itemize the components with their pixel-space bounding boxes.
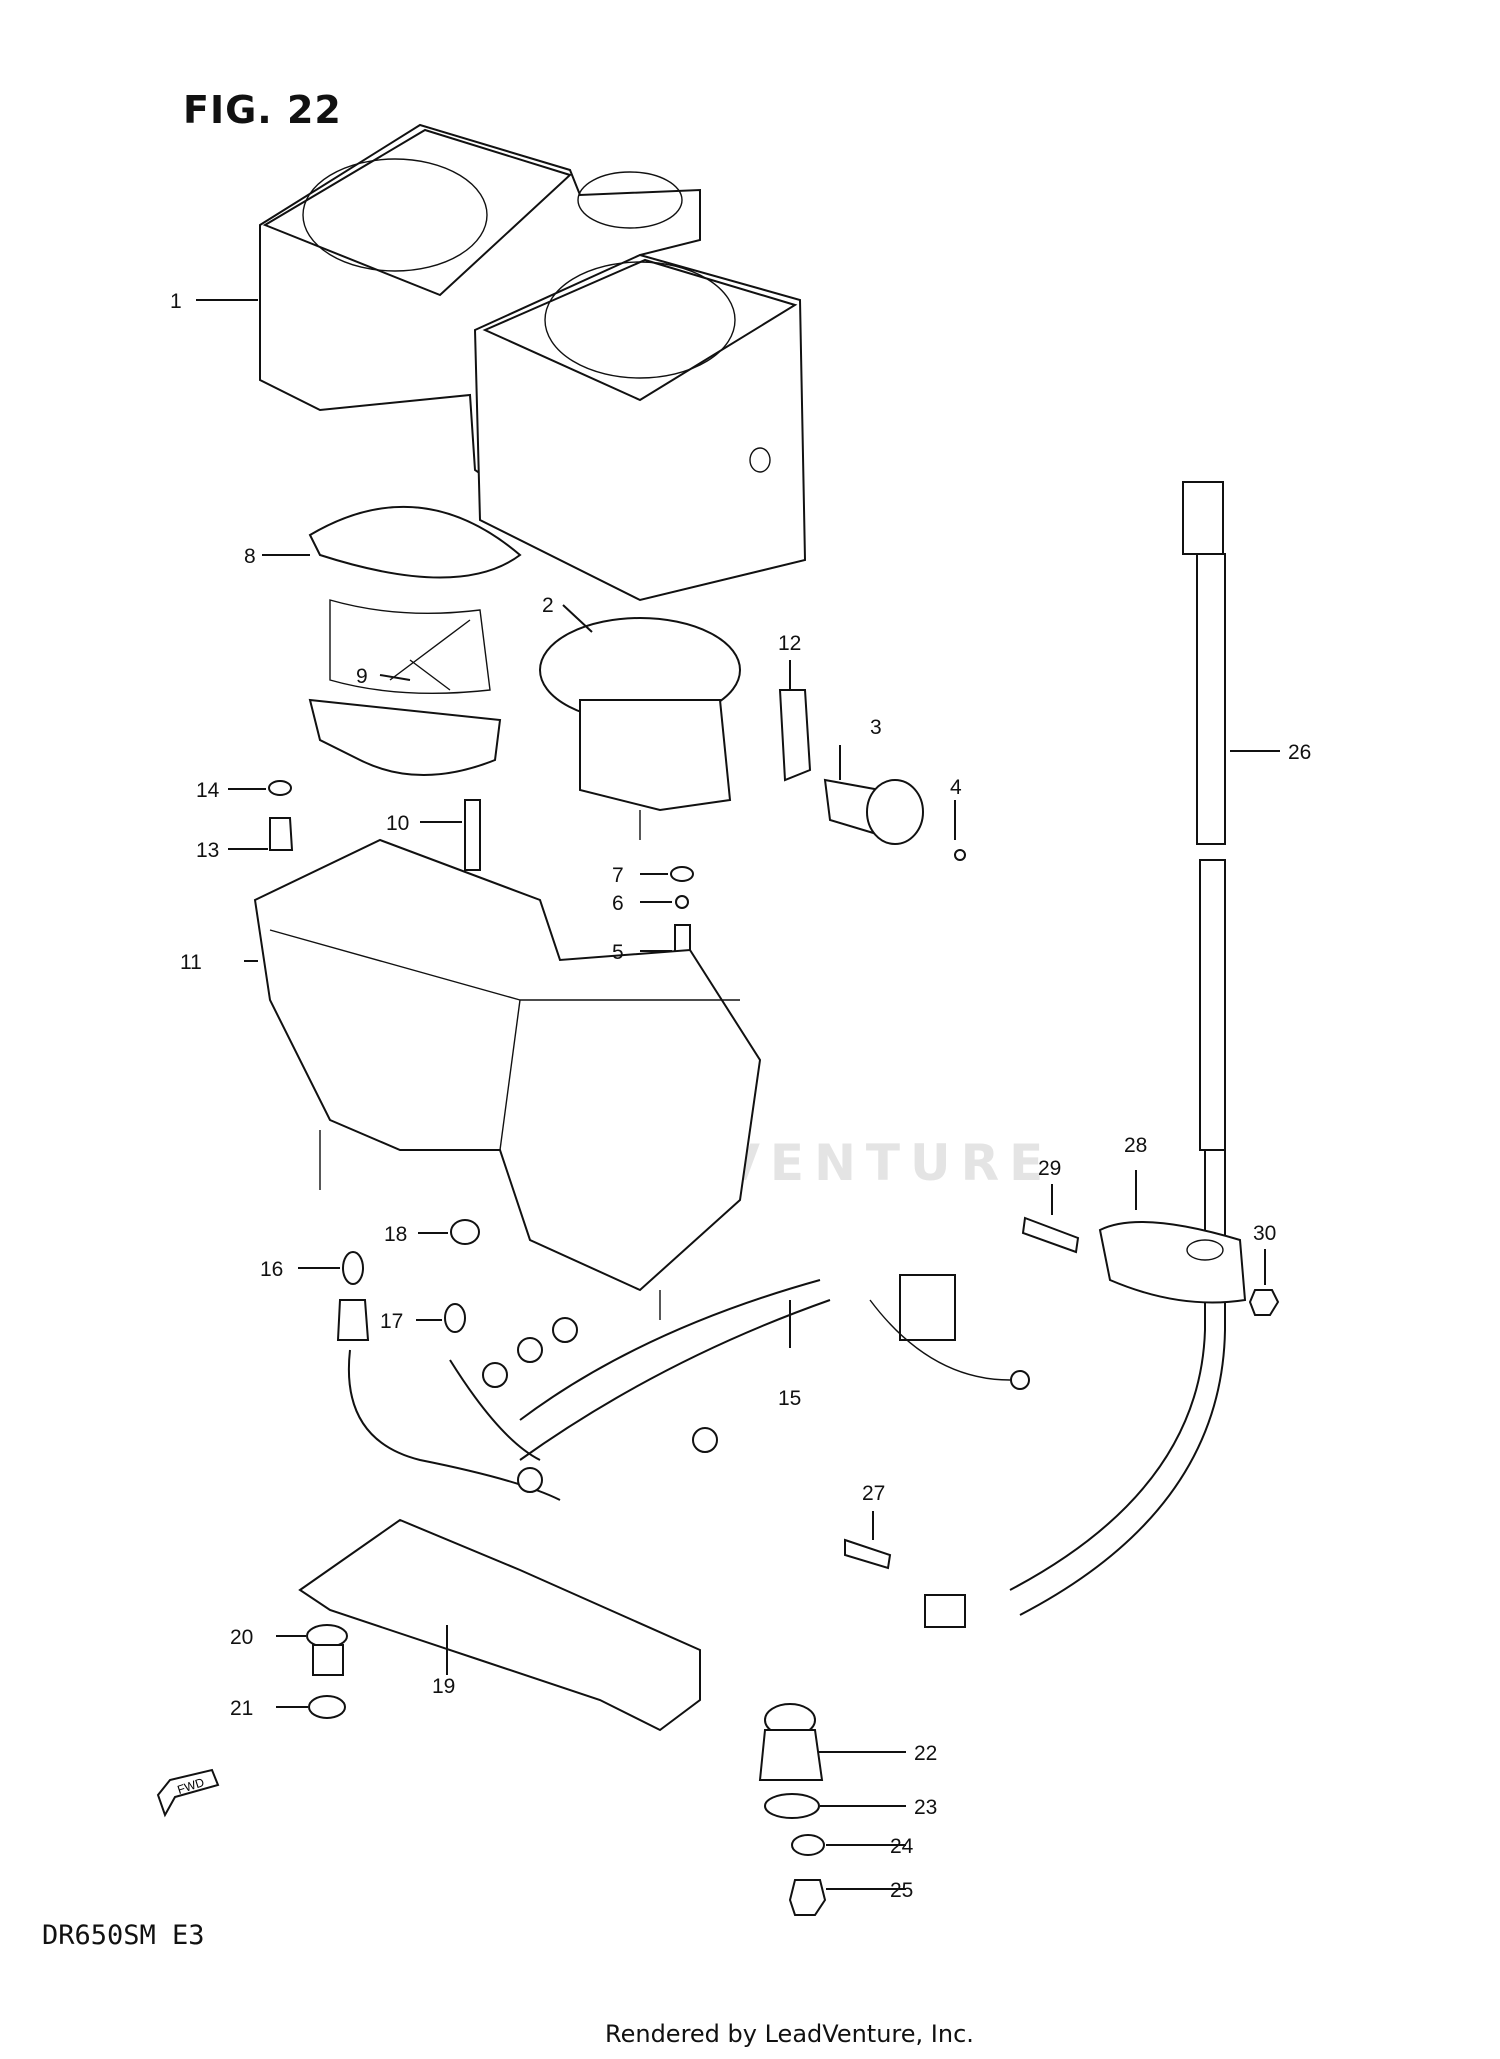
callout-labels: 1 2 3 4 5 6 7 8 9 10 11 12 13 14 15 16 1… xyxy=(170,290,1311,1902)
nut-30 xyxy=(1248,1289,1280,1316)
callout-12: 12 xyxy=(778,632,801,655)
washer-7 xyxy=(670,866,694,882)
cushion-22 xyxy=(758,1703,824,1781)
lower-case xyxy=(253,838,762,1320)
callout-21: 21 xyxy=(230,1697,253,1720)
screw-4 xyxy=(954,849,966,861)
callout-14: 14 xyxy=(196,779,220,802)
tachometer-unit xyxy=(308,505,522,776)
grommet-18 xyxy=(450,1219,480,1245)
washer-24 xyxy=(791,1834,825,1856)
callout-27: 27 xyxy=(862,1482,885,1505)
speedometer-unit xyxy=(539,617,741,840)
washer-6 xyxy=(675,895,689,909)
callout-20: 20 xyxy=(230,1626,253,1649)
callout-19: 19 xyxy=(432,1675,455,1698)
screw-13 xyxy=(269,817,294,851)
footer-credit: Rendered by LeadVenture, Inc. xyxy=(605,2020,974,2048)
callout-30: 30 xyxy=(1253,1222,1276,1245)
nut-25 xyxy=(788,1879,827,1916)
callout-18: 18 xyxy=(384,1223,407,1246)
callout-16: 16 xyxy=(260,1258,283,1281)
callout-26: 26 xyxy=(1288,741,1311,764)
callout-22: 22 xyxy=(914,1742,937,1765)
callout-3: 3 xyxy=(870,716,882,739)
callout-6: 6 xyxy=(612,892,624,915)
callout-9: 9 xyxy=(356,665,368,688)
callout-5: 5 xyxy=(612,941,624,964)
bulb-16 xyxy=(336,1251,370,1341)
callout-7: 7 xyxy=(612,864,624,887)
washer-14 xyxy=(268,780,292,796)
screw-27 xyxy=(844,1538,892,1570)
stud-10 xyxy=(464,799,481,871)
callout-4: 4 xyxy=(950,776,962,799)
callout-2: 2 xyxy=(542,594,554,617)
washer-21 xyxy=(308,1695,346,1719)
meter-case xyxy=(259,123,807,602)
callout-29: 29 xyxy=(1038,1157,1061,1180)
callout-28: 28 xyxy=(1124,1134,1147,1157)
callout-15: 15 xyxy=(778,1387,801,1410)
bulb-17 xyxy=(444,1303,466,1333)
callout-17: 17 xyxy=(380,1310,403,1333)
forward-arrow-icon: FWD xyxy=(156,1768,220,1818)
callout-13: 13 xyxy=(196,839,219,862)
meter-bracket xyxy=(298,1518,701,1732)
callout-24: 24 xyxy=(890,1835,914,1858)
callout-1: 1 xyxy=(170,290,182,313)
washer-23 xyxy=(764,1793,820,1819)
meter-clip xyxy=(778,689,812,782)
callout-25: 25 xyxy=(890,1879,913,1902)
figure-title: FIG. 22 xyxy=(183,88,342,132)
callout-23: 23 xyxy=(914,1796,937,1819)
callout-11: 11 xyxy=(180,951,202,974)
reset-knob xyxy=(823,778,924,845)
bolt-29 xyxy=(1021,1216,1080,1254)
wiring-harness xyxy=(347,1274,1030,1501)
speedometer-cable xyxy=(924,481,1226,1628)
cable-clamp xyxy=(1098,1221,1247,1304)
leader-lines xyxy=(196,299,1280,1890)
model-code: DR650SM E3 xyxy=(42,1920,205,1951)
callout-8: 8 xyxy=(244,545,256,568)
callout-10: 10 xyxy=(386,812,409,835)
cushion-20 xyxy=(306,1624,348,1676)
